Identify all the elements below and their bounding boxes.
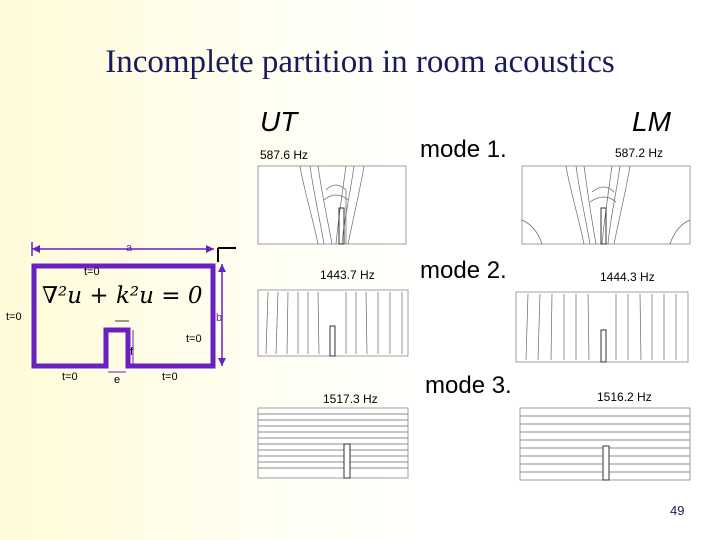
dim-b-label: b (216, 312, 223, 324)
plot-mode1-ut (257, 165, 407, 245)
mode-2-freq-ut: 1443.7 Hz (320, 268, 375, 282)
bc-top-label: t=0 (84, 266, 100, 278)
mode-2-label: mode 2. (420, 257, 507, 284)
ut-column-label: UT (260, 106, 298, 137)
bc-bottom-right-label: t=0 (162, 371, 178, 383)
dim-f-label: f (130, 346, 134, 358)
plot-mode2-ut (257, 289, 409, 357)
slide-title: Incomplete partition in room acoustics (105, 44, 615, 80)
room-walls (31, 263, 216, 369)
mode-1-freq-ut: 587.6 Hz (260, 148, 309, 162)
room-diagram (31, 242, 236, 373)
plot-mode3-lm (519, 407, 691, 481)
mode-1-freq-lm: 587.2 Hz (615, 146, 664, 160)
page-number: 49 (670, 503, 685, 518)
mode-3-label: mode 3. (425, 372, 512, 399)
dim-e-label: e (114, 374, 121, 386)
mode-3-freq-ut: 1517.3 Hz (323, 392, 378, 406)
helmholtz-equation: ∇²u + k²u = 0 (42, 283, 203, 309)
bc-bottom-left-label: t=0 (62, 371, 78, 383)
plot-mode3-ut (257, 407, 409, 479)
mode-1-label: mode 1. (420, 136, 507, 163)
bc-right-label: t=0 (186, 333, 202, 345)
mode-3-freq-lm: 1516.2 Hz (597, 390, 652, 404)
plot-mode1-lm (521, 165, 691, 245)
plot-mode2-lm (515, 291, 689, 363)
dim-a-label: a (126, 242, 133, 254)
bc-left-label: t=0 (6, 311, 22, 323)
lm-column-label: LM (632, 106, 671, 137)
mode-2-freq-lm: 1444.3 Hz (600, 270, 655, 284)
